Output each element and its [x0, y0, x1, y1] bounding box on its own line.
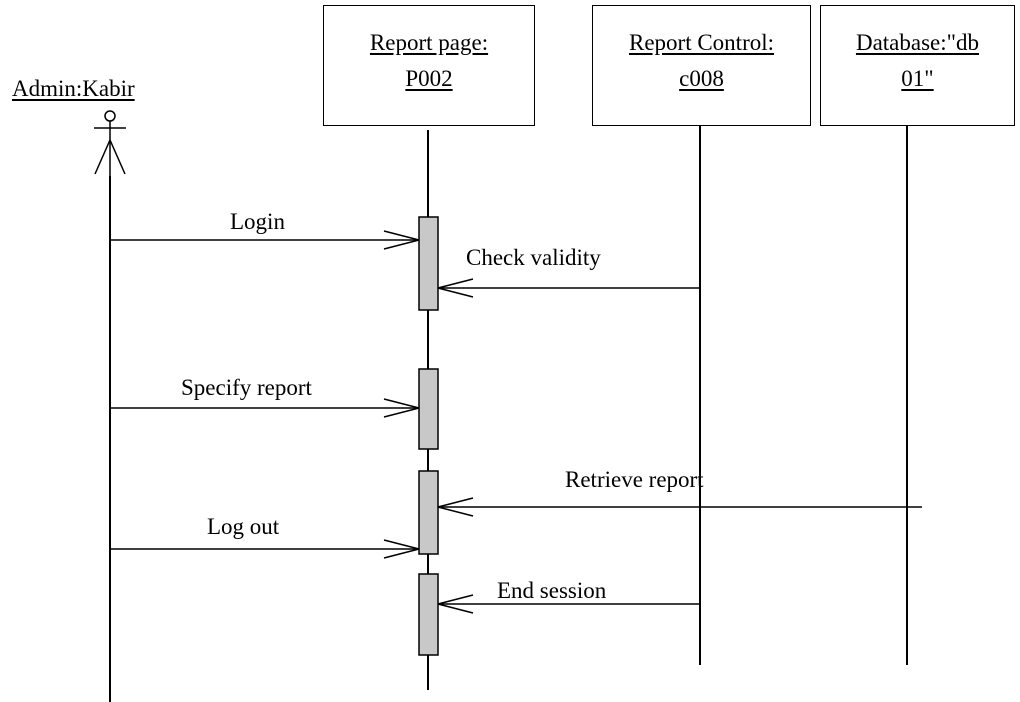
message-label-retrieve-report: Retrieve report — [565, 467, 704, 492]
message-label-check-validity: Check validity — [466, 245, 601, 270]
object-report-page: Report page: P002 — [323, 5, 535, 126]
message-label-login: Login — [230, 209, 285, 234]
object-report-page-id: P002 — [405, 66, 453, 91]
object-report-page-name: Report page: — [369, 30, 489, 55]
object-database: Database:"db 01" — [820, 5, 1015, 126]
actor-stick-figure-icon — [94, 110, 126, 176]
object-database-name: Database:"db — [855, 30, 980, 55]
activation-bar — [418, 216, 439, 311]
actor-name: Admin:Kabir — [12, 76, 135, 101]
message-label-end-session: End session — [497, 578, 607, 603]
activation-bar — [418, 470, 439, 555]
object-report-control-id: c008 — [679, 66, 724, 91]
activation-bar — [418, 368, 439, 450]
message-label-specify-report: Specify report — [181, 375, 312, 400]
activation-bar — [418, 573, 439, 656]
object-report-control-name: Report Control: — [628, 30, 775, 55]
message-label-log-out: Log out — [207, 514, 280, 539]
object-report-control: Report Control: c008 — [592, 5, 811, 126]
object-database-id: 01" — [901, 66, 934, 91]
